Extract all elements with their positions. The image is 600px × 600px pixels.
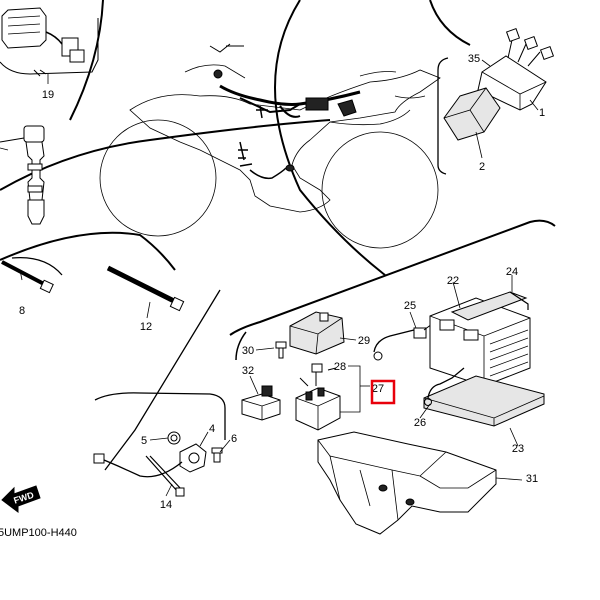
callout-22: 22 — [447, 275, 459, 287]
highlight-box — [370, 379, 396, 405]
cable-tie-8 — [1, 260, 54, 294]
callout-8: 8 — [19, 305, 25, 317]
rectifier-regulator — [0, 7, 99, 77]
callout-26: 26 — [414, 417, 426, 429]
cable-tie-12 — [106, 265, 185, 312]
battery-tray-23 — [423, 375, 545, 427]
callout-12: 12 — [140, 321, 152, 333]
callout-29: 29 — [358, 335, 370, 347]
battery-cable-26 — [424, 367, 465, 406]
group-boundary-right-bracket — [437, 57, 449, 175]
bolt-30 — [275, 341, 287, 359]
group-boundary-center — [274, 0, 386, 276]
group-boundary-battery-left — [235, 331, 247, 361]
wire-harness — [209, 43, 361, 180]
leader-lines — [0, 59, 539, 497]
battery-cable-25 — [373, 323, 433, 361]
group-boundary-8-curve — [11, 256, 63, 276]
battery-22 — [429, 291, 531, 387]
callout-4: 4 — [209, 423, 215, 435]
callout-25: 25 — [404, 300, 416, 312]
group-boundary-bottom-left — [94, 392, 226, 440]
starter-relay — [295, 363, 341, 431]
group-boundary-top — [0, 119, 331, 191]
callout-6: 6 — [231, 433, 237, 445]
callout-23: 23 — [512, 443, 524, 455]
callout-1: 1 — [539, 107, 545, 119]
callout-28: 28 — [334, 361, 346, 373]
callout-24: 24 — [506, 266, 518, 278]
relay-1 — [477, 27, 555, 111]
group-boundary-diagonal — [104, 289, 221, 471]
fwd-arrow-icon: FWD — [1, 485, 41, 513]
connector-32 — [241, 385, 281, 421]
battery-box-31 — [317, 431, 497, 535]
terminal-cover-29 — [289, 311, 345, 355]
callout-14: 14 — [160, 499, 172, 511]
callout-labels: 19 35 1 2 8 12 22 24 25 29 30 28 32 27 2… — [0, 53, 545, 539]
ignition-coil — [0, 125, 45, 225]
group-boundary-right-top — [429, 0, 471, 46]
callout-31: 31 — [526, 473, 538, 485]
callout-19: 19 — [42, 89, 54, 101]
group-boundary-upper-left — [69, 0, 104, 121]
callout-35: 35 — [468, 53, 480, 65]
callout-30: 30 — [242, 345, 254, 357]
group-boundary-battery-area — [229, 219, 556, 336]
sensor-assembly — [93, 431, 223, 497]
drawing-code: 5UMP100-H440 — [0, 527, 77, 539]
relay-cover-2 — [443, 87, 501, 141]
group-boundary-left-curve — [0, 231, 176, 271]
callout-27: 27 — [372, 383, 384, 395]
callout-32: 32 — [242, 365, 254, 377]
callout-2: 2 — [479, 161, 485, 173]
callout-5: 5 — [141, 435, 147, 447]
motorcycle-outline — [99, 64, 441, 249]
